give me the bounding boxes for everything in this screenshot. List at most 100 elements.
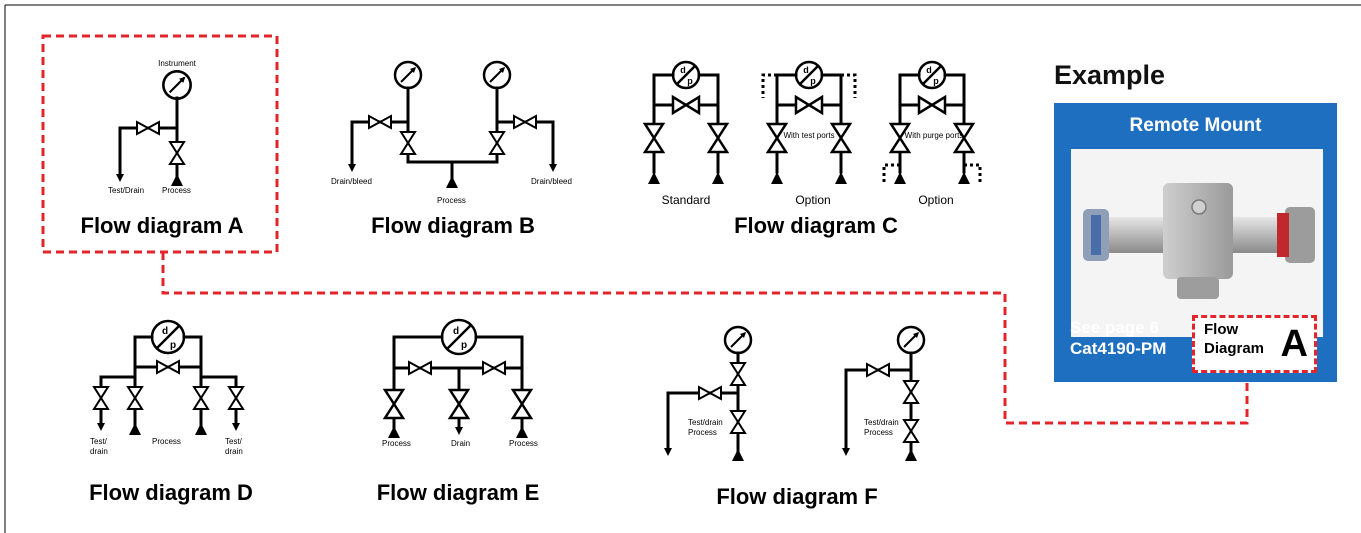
equalizing-valve-icon — [671, 95, 701, 115]
label-process-left: Process — [382, 439, 411, 448]
process-connection-icon — [712, 172, 724, 184]
bleed-valve-icon — [513, 115, 537, 129]
drain-arrow-icon — [549, 164, 557, 172]
isolation-valve-icon — [489, 131, 505, 155]
svg-text:p: p — [687, 76, 693, 86]
isolation-valve-icon — [193, 386, 209, 410]
process-connection-icon — [894, 172, 906, 184]
label-drain-bleed-right: Drain/bleed — [531, 177, 572, 186]
drain-arrow-icon — [455, 427, 463, 435]
title-flow-diagram-a: Flow diagram A — [81, 213, 244, 238]
process-connection-icon — [835, 172, 847, 184]
label-test-right-1: Test/ — [225, 437, 243, 446]
manifold-with-test-ports: d p With test ports Option — [761, 60, 857, 207]
isolation-valve-icon — [127, 386, 143, 410]
test-port-dotted-left — [761, 73, 777, 98]
process-connection-icon — [195, 423, 207, 435]
label-process-right: Process — [509, 439, 538, 448]
process-connection-icon — [648, 172, 660, 184]
label-test-left-1: Test/ — [90, 437, 108, 446]
vent-valve-icon — [228, 386, 244, 410]
label-with-test-ports: With test ports — [783, 131, 834, 140]
pressure-gauge-icon — [723, 325, 753, 355]
process-connection-icon — [905, 449, 917, 461]
isolation-valve-icon — [730, 362, 746, 386]
isolation-valve-icon — [730, 410, 746, 434]
test-port-dotted-right — [841, 73, 857, 98]
flow-diagram-reference-box: Flow Diagram A — [1192, 315, 1317, 373]
equalizing-valve-icon — [156, 360, 180, 374]
flow-diagram-e: d p Process Drain Process Flow diagram E — [377, 318, 540, 505]
title-flow-diagram-f: Flow diagram F — [716, 484, 877, 509]
example-heading: Example — [1054, 60, 1166, 90]
isolation-valve-icon — [169, 141, 185, 165]
flow-diagram-c: d p Standard d p — [643, 60, 982, 238]
equalizing-valve-icon — [408, 361, 432, 375]
differential-pressure-gauge-icon: d p — [440, 318, 478, 356]
svg-text:d: d — [680, 65, 686, 75]
label-process: Process — [437, 196, 466, 205]
flow-diagram-b: Drain/bleed Process Drain/bleed Flow dia… — [331, 60, 572, 238]
isolation-valve-icon — [383, 388, 405, 420]
vent-valve-icon — [93, 386, 109, 410]
label-drain: Drain — [451, 439, 470, 448]
pressure-gauge-icon — [482, 60, 512, 90]
equalizing-valve-icon — [917, 95, 947, 115]
differential-pressure-gauge-icon: d p — [150, 319, 186, 355]
bleed-valve-icon — [866, 363, 890, 377]
svg-text:p: p — [810, 76, 816, 86]
label-instrument: Instrument — [158, 59, 197, 68]
example-card: Remote Mount — [1054, 103, 1337, 382]
title-flow-diagram-e: Flow diagram E — [377, 480, 540, 505]
label-test-drain-1: Test/drain — [688, 418, 723, 427]
svg-text:d: d — [803, 65, 809, 75]
label-standard: Standard — [662, 193, 711, 207]
bleed-valve-icon — [368, 115, 392, 129]
card-title: Remote Mount — [1129, 115, 1262, 136]
drain-arrow-icon — [348, 164, 356, 172]
label-with-purge-ports: With purge ports — [905, 131, 964, 140]
process-connection-icon — [129, 423, 141, 435]
label-process: Process — [152, 437, 181, 446]
flow-diagram-f: Test/drain Process Test/drain Process Fl… — [664, 325, 926, 509]
isolation-valve-icon — [903, 419, 919, 443]
process-connection-icon — [171, 174, 183, 186]
title-flow-diagram-b: Flow diagram B — [371, 213, 535, 238]
differential-pressure-gauge-icon: d p — [794, 60, 824, 90]
isolation-valve-icon — [511, 388, 533, 420]
svg-text:d: d — [162, 326, 168, 337]
drain-arrow-icon — [664, 448, 672, 456]
equalizing-valve-icon — [794, 95, 824, 115]
label-drain-bleed-left: Drain/bleed — [331, 177, 372, 186]
process-connection-icon — [732, 449, 744, 461]
manifold-product-image — [1071, 149, 1323, 337]
process-connection-icon — [516, 426, 528, 438]
label-test-left-2: drain — [90, 447, 108, 456]
label-process-1: Process — [688, 428, 717, 437]
highlight-connector-line — [161, 252, 1249, 425]
title-flow-diagram-c: Flow diagram C — [734, 213, 898, 238]
bleed-valve-icon — [136, 121, 160, 135]
bleed-valve-icon — [698, 386, 722, 400]
product-photo — [1071, 149, 1323, 337]
label-process-2: Process — [864, 428, 893, 437]
svg-text:d: d — [926, 65, 932, 75]
process-connection-icon — [958, 172, 970, 184]
vent-valve-icon — [448, 388, 470, 420]
flow-diagram-letter: A — [1280, 323, 1308, 365]
pressure-gauge-icon — [393, 60, 423, 90]
isolation-valve-icon — [643, 122, 665, 154]
label-test-drain-2: Test/drain — [864, 418, 899, 427]
flow-diagram-a: Instrument Test/Drain Process Flow diagr… — [81, 59, 244, 238]
label-test-right-2: drain — [225, 447, 243, 456]
svg-text:p: p — [170, 340, 176, 351]
svg-text:d: d — [453, 326, 459, 337]
drain-arrow-icon — [232, 423, 240, 431]
label-process: Process — [162, 186, 191, 195]
differential-pressure-gauge-icon: d p — [671, 60, 701, 90]
drain-arrow-icon — [842, 448, 850, 456]
svg-text:p: p — [461, 340, 467, 351]
process-connection-icon — [446, 176, 458, 188]
highlight-box-diagram-a — [41, 34, 279, 254]
